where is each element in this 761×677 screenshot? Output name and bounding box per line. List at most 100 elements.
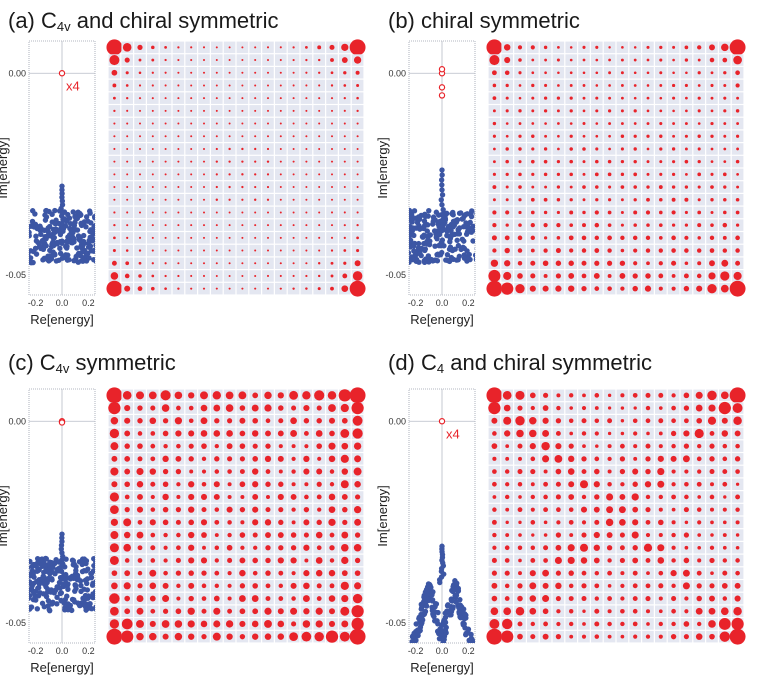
amplitude-dot bbox=[735, 235, 740, 241]
amplitude-dot bbox=[505, 159, 509, 164]
amplitude-dot bbox=[723, 83, 727, 87]
amplitude-dot bbox=[303, 404, 310, 412]
amplitude-dot bbox=[188, 531, 195, 539]
amplitude-dot bbox=[607, 621, 612, 627]
amplitude-dot bbox=[315, 557, 323, 564]
amplitude-dot bbox=[329, 430, 335, 437]
amplitude-dot bbox=[594, 393, 600, 398]
amplitude-dot bbox=[164, 45, 167, 49]
amplitude-dot bbox=[530, 468, 536, 475]
amplitude-dot bbox=[278, 507, 284, 513]
bulk-mode-point bbox=[445, 602, 451, 608]
amplitude-dot bbox=[190, 160, 193, 163]
amplitude-dot bbox=[177, 71, 180, 74]
amplitude-dot bbox=[138, 173, 142, 176]
amplitude-dot bbox=[151, 147, 154, 150]
title-text: (b) chiral symmetric bbox=[388, 8, 580, 33]
amplitude-dot bbox=[188, 456, 194, 462]
amplitude-dot bbox=[529, 582, 537, 590]
amplitude-dot bbox=[529, 285, 536, 292]
y-axis-label: Im[energy] bbox=[0, 485, 10, 546]
bulk-mode-point bbox=[29, 208, 36, 214]
amplitude-dot bbox=[303, 506, 310, 513]
bulk-mode-point bbox=[81, 558, 88, 565]
amplitude-dot bbox=[658, 406, 663, 410]
amplitude-dot bbox=[671, 248, 676, 253]
y-tick-label: -0.05 bbox=[5, 270, 26, 280]
amplitude-dot bbox=[607, 584, 612, 588]
amplitude-dot bbox=[176, 482, 181, 487]
amplitude-dot bbox=[138, 211, 142, 214]
bulk-mode-point bbox=[46, 606, 52, 613]
amplitude-dot bbox=[607, 393, 612, 398]
amplitude-dot bbox=[317, 274, 321, 278]
amplitude-dot bbox=[531, 172, 535, 176]
bulk-mode-point bbox=[29, 258, 31, 264]
amplitude-dot bbox=[581, 634, 587, 639]
amplitude-dot bbox=[188, 519, 195, 526]
amplitude-dot bbox=[228, 185, 231, 189]
amplitude-dot bbox=[138, 71, 142, 75]
amplitude-dot bbox=[517, 583, 523, 589]
amplitude-dot bbox=[340, 606, 350, 616]
amplitude-dot bbox=[723, 185, 727, 189]
bulk-mode-point bbox=[421, 225, 427, 232]
amplitude-dot bbox=[341, 417, 348, 424]
amplitude-dot bbox=[138, 122, 142, 125]
amplitude-dot bbox=[710, 96, 714, 100]
amplitude-dot bbox=[318, 160, 321, 163]
amplitude-dot bbox=[292, 97, 295, 100]
amplitude-dot bbox=[341, 531, 349, 539]
amplitude-dot bbox=[491, 417, 498, 424]
amplitude-dot bbox=[531, 96, 535, 100]
amplitude-dot bbox=[735, 70, 740, 76]
amplitude-dot bbox=[175, 468, 182, 475]
amplitude-dot bbox=[697, 545, 702, 550]
amplitude-dot bbox=[161, 620, 170, 628]
amplitude-dot bbox=[149, 519, 156, 526]
amplitude-dot bbox=[594, 583, 600, 589]
amplitude-dot bbox=[644, 481, 652, 488]
amplitude-dot bbox=[645, 468, 651, 475]
amplitude-dot bbox=[318, 249, 321, 252]
amplitude-dot bbox=[569, 58, 573, 62]
amplitude-dot bbox=[594, 596, 599, 601]
amplitude-dot bbox=[518, 122, 522, 125]
amplitude-dot bbox=[330, 198, 334, 201]
bulk-mode-point bbox=[72, 226, 79, 233]
amplitude-dot bbox=[542, 608, 549, 615]
amplitude-dot bbox=[582, 210, 586, 215]
bulk-mode-point bbox=[51, 251, 58, 257]
amplitude-dot bbox=[505, 520, 509, 525]
amplitude-dot bbox=[111, 69, 118, 76]
amplitude-dot bbox=[670, 430, 677, 437]
amplitude-dot bbox=[279, 236, 282, 239]
amplitude-dot bbox=[110, 531, 119, 540]
amplitude-dot bbox=[517, 469, 523, 475]
bulk-mode-point bbox=[57, 250, 64, 257]
amplitude-dot bbox=[215, 185, 218, 189]
amplitude-dot bbox=[581, 405, 587, 411]
amplitude-dot bbox=[683, 405, 690, 411]
amplitude-dot bbox=[722, 596, 728, 601]
amplitude-dot bbox=[555, 468, 562, 475]
bulk-mode-point bbox=[81, 586, 87, 592]
amplitude-dot bbox=[555, 248, 561, 254]
amplitude-dot bbox=[529, 392, 536, 399]
amplitude-dot bbox=[683, 634, 689, 640]
amplitude-dot bbox=[542, 633, 549, 640]
bulk-mode-point bbox=[415, 245, 422, 251]
amplitude-dot bbox=[353, 543, 362, 552]
amplitude-dot bbox=[137, 558, 143, 563]
amplitude-dot bbox=[518, 185, 522, 189]
amplitude-dot bbox=[215, 236, 218, 239]
amplitude-dot bbox=[595, 444, 599, 448]
amplitude-dot bbox=[124, 595, 131, 602]
amplitude-dot bbox=[683, 532, 690, 538]
amplitude-dot bbox=[633, 261, 638, 266]
amplitude-dot bbox=[305, 262, 308, 265]
amplitude-dot bbox=[239, 532, 246, 538]
amplitude-dot bbox=[729, 387, 746, 404]
amplitude-dot bbox=[227, 583, 232, 588]
amplitude-dot bbox=[343, 173, 346, 176]
